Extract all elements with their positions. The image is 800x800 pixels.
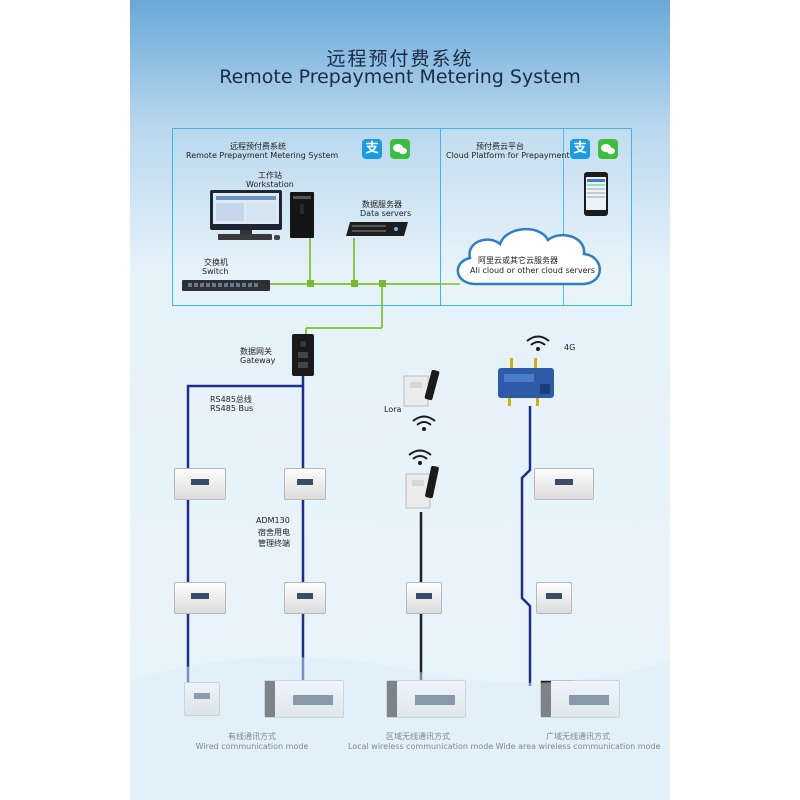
switch-icon [182,277,270,296]
title-cn: 远程预付费系统 [326,48,474,70]
wave-decoration [130,657,670,800]
bus-label-en: RS485 Bus [210,404,254,413]
workstation-label-cn: 工作站 [258,171,282,180]
din-meter [174,582,226,614]
din-meter [284,582,326,614]
gateway-label-cn: 数据网关 [240,347,272,356]
din-meter [534,468,594,500]
terminal-model: ADM130 [256,516,290,525]
local-system-box [172,128,564,306]
din-meter [536,582,572,614]
gateway-label-en: Gateway [240,356,276,365]
local-system-title-cn: 远程预付费系统 [230,142,286,151]
cloud-platform-title-en: Cloud Platform for Prepayment [446,151,570,160]
switch-label-en: Switch [202,267,229,276]
fourg-label: 4G [564,343,576,352]
wechat-bubbles-cloud [601,144,615,155]
lora-module-bottom [404,465,444,514]
server-icon [346,222,408,242]
title-en: Remote Prepayment Metering System [219,66,581,88]
lora-label: Lora [384,405,402,414]
gateway-icon [292,334,318,382]
alipay-icon-cloud: 支 [570,139,590,159]
din-meter [406,582,442,614]
wifi-icon-4g [526,335,550,351]
workstation-icon [210,190,320,242]
din-meter [174,468,226,500]
data-servers-label-cn: 数据服务器 [362,200,402,209]
lora-module-top [402,369,446,414]
din-meter [284,468,326,500]
poster: 远程预付费系统 Remote Prepayment Metering Syste… [130,0,670,800]
cloud-shape [448,222,610,296]
cloud-platform-title-cn: 预付费云平台 [476,142,524,151]
workstation-label-en: Workstation [246,180,294,189]
wechat-icon-cloud [598,139,618,159]
terminal-line2: 宿舍用电 [258,528,290,537]
cloud-label-cn: 阿里云或其它云服务器 [478,256,558,265]
wifi-icon-lora-tx [412,415,436,431]
alipay-icon: 支 [362,139,382,159]
wechat-bubbles [393,144,407,155]
connection-lines [186,236,532,686]
wechat-icon [390,139,410,159]
local-system-title-en: Remote Prepayment Metering System [186,151,339,160]
bus-label-cn: RS485总线 [210,395,252,404]
fourg-gateway-icon [496,358,564,412]
data-servers-label-en: Data servers [360,209,412,218]
wifi-icon-lora-rx [408,449,432,465]
cloud-label-en: Ali cloud or other cloud servers [470,266,595,275]
phone-icon [584,172,608,220]
terminal-line3: 管理终端 [258,539,290,548]
switch-label-cn: 交换机 [204,258,228,267]
